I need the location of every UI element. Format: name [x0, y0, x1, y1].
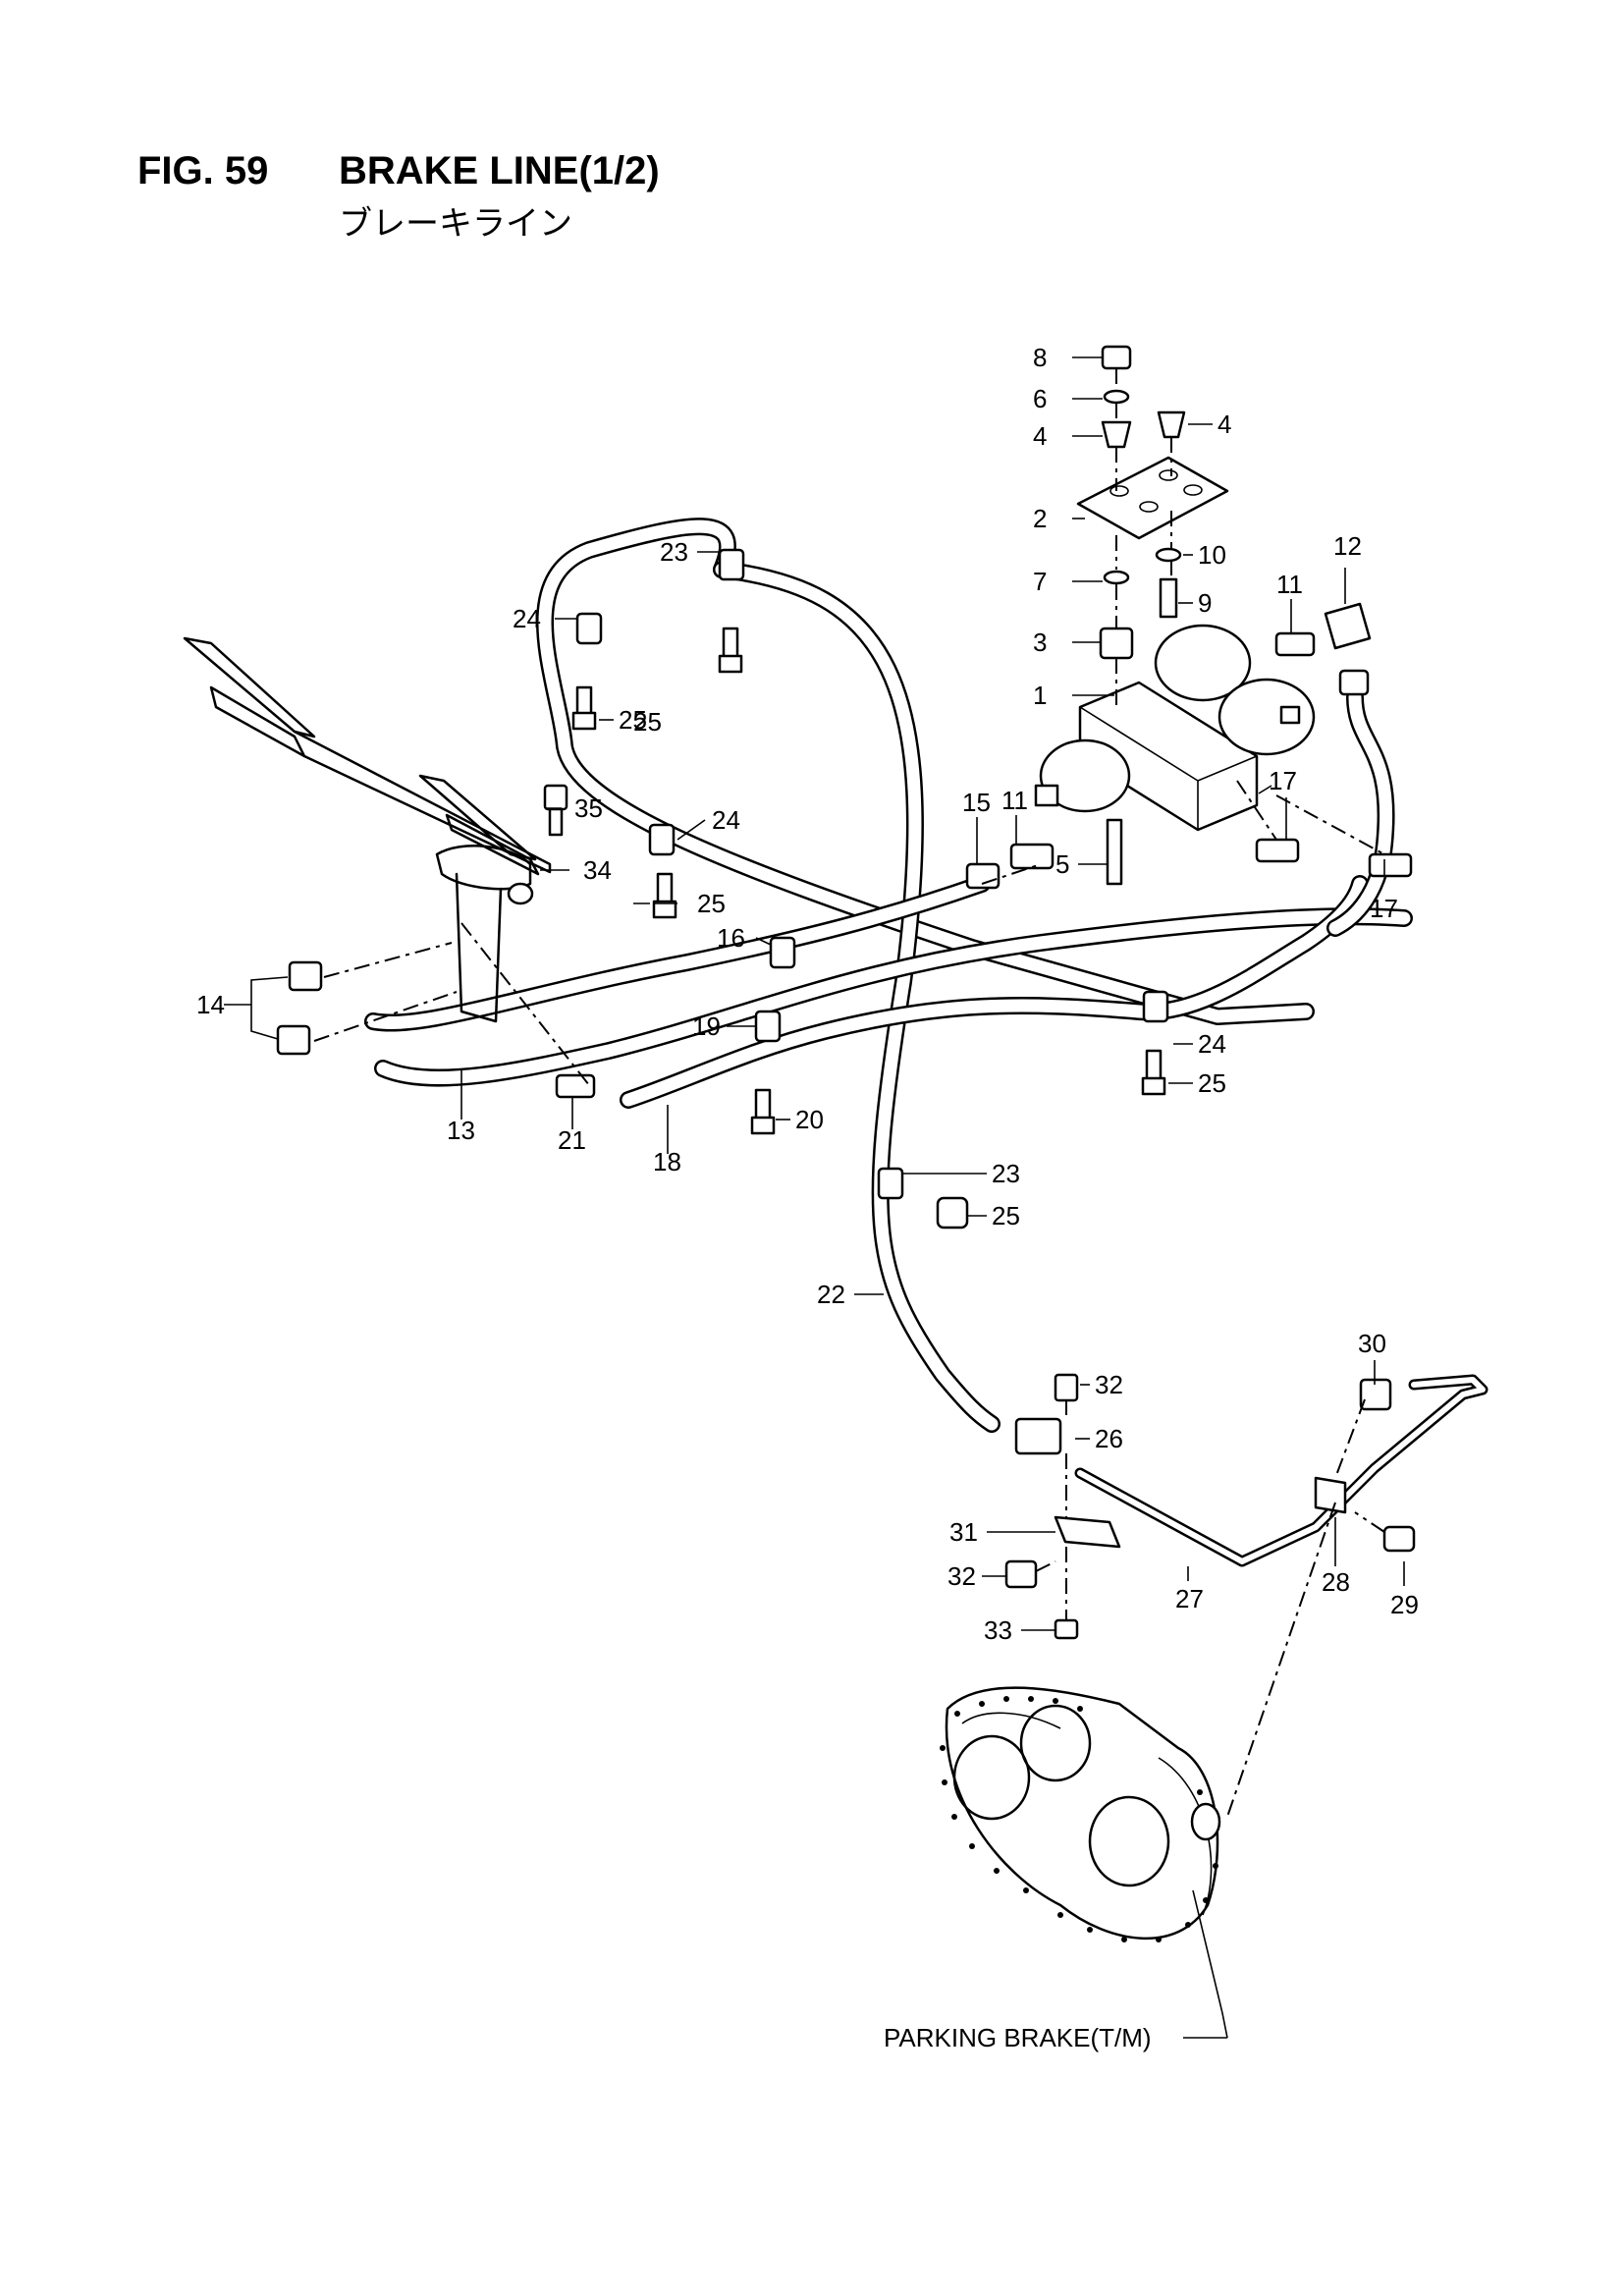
- callout-label: 32: [947, 1561, 976, 1591]
- mounting-plate-2: [1076, 456, 1229, 540]
- leader-lines: [224, 356, 1405, 2039]
- valve-fittings: [965, 602, 1413, 890]
- figure-subtitle: ブレーキライン: [339, 205, 572, 243]
- callout-label: 24: [712, 805, 740, 835]
- hose-13: [374, 907, 1413, 1087]
- callout-label: 9: [1198, 588, 1212, 618]
- callout-label: 32: [1095, 1370, 1123, 1399]
- callout-label: 27: [1175, 1584, 1204, 1613]
- callout-label: 11: [1276, 570, 1303, 599]
- callout-label: 8: [1033, 343, 1047, 372]
- callout-label: 4: [1217, 410, 1231, 439]
- callout-label: 3: [1033, 628, 1047, 657]
- callout-label: 29: [1390, 1590, 1419, 1619]
- small-fasteners: [1099, 345, 1186, 886]
- callout-label: 25: [697, 889, 726, 918]
- callout-label: 26: [1095, 1424, 1123, 1453]
- callout-label: 23: [660, 537, 688, 567]
- callout-label: 33: [984, 1615, 1012, 1645]
- figure-number: FIG. 59: [137, 149, 269, 192]
- assembly-centerlines: [313, 368, 1385, 1818]
- callout-label: 10: [1198, 540, 1226, 570]
- callout-labels: 8 6 4 4 2 10 12 7 9 11 3 1 23 24 25 25 3…: [196, 343, 1419, 2052]
- callout-label: 21: [558, 1125, 586, 1155]
- callout-label: 25: [1198, 1068, 1226, 1098]
- callout-label: 16: [717, 923, 745, 953]
- hose-16: [364, 875, 991, 1032]
- parking-brake-label: PARKING BRAKE(T/M): [884, 2023, 1152, 2052]
- callout-label: 20: [795, 1105, 824, 1134]
- callout-label: 15: [962, 788, 991, 817]
- bolt-circle-dots: [940, 1696, 1218, 1942]
- tube-27: [1074, 1374, 1488, 1567]
- callout-label: 25: [633, 707, 662, 737]
- callout-label: 12: [1333, 531, 1362, 561]
- callout-label: 1: [1033, 681, 1047, 710]
- figure-title: BRAKE LINE(1/2): [339, 149, 660, 192]
- callout-label: 23: [992, 1159, 1020, 1188]
- callout-label: 34: [583, 855, 612, 885]
- brake-pedal-assembly: [183, 636, 568, 1023]
- callout-label: 13: [447, 1116, 475, 1145]
- callout-label: 35: [574, 793, 603, 823]
- callout-label: 2: [1033, 504, 1047, 533]
- brake-valve-1: [1034, 624, 1316, 832]
- callout-label: 30: [1358, 1329, 1386, 1358]
- callout-label: 14: [196, 990, 225, 1019]
- parking-brake-housing: [940, 1686, 1221, 1942]
- callout-label: 22: [817, 1280, 845, 1309]
- bolts-25: [571, 627, 1166, 1230]
- callout-label: 5: [1055, 849, 1069, 879]
- callout-label: 19: [692, 1011, 721, 1041]
- callout-label: 25: [619, 705, 647, 735]
- callout-label: 24: [1198, 1029, 1226, 1059]
- callout-label: 7: [1033, 567, 1047, 596]
- callout-label: 18: [653, 1147, 681, 1176]
- callout-label: 28: [1322, 1567, 1350, 1597]
- callout-label: 4: [1033, 421, 1047, 451]
- hose-23-22: [536, 518, 1315, 1433]
- callout-label: 24: [513, 604, 541, 633]
- callout-label: 25: [992, 1201, 1020, 1230]
- callout-label: 31: [949, 1517, 978, 1547]
- tee-26-and-bracket-31: [1004, 1373, 1121, 1640]
- callout-label: 6: [1033, 384, 1047, 413]
- callout-label: 17: [1269, 766, 1297, 795]
- callout-label: 11: [1001, 786, 1028, 815]
- callout-label: 17: [1370, 894, 1398, 923]
- hose-18: [620, 875, 1369, 1109]
- hose-12: [1326, 688, 1395, 937]
